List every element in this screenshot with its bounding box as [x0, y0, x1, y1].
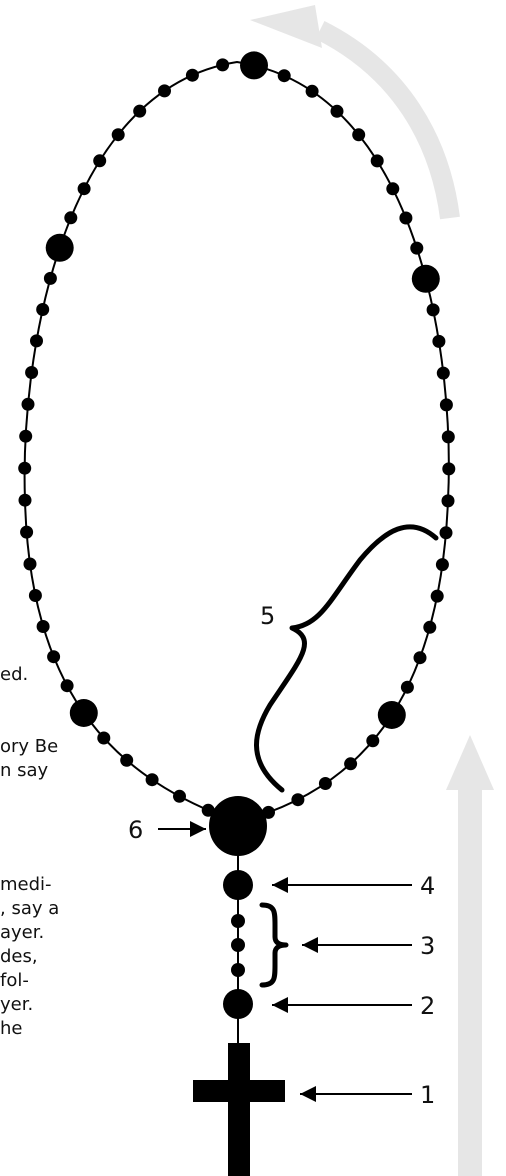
text-fragment: des,: [0, 946, 38, 967]
loop-bead: [439, 398, 453, 412]
rosary-loop-string: [23, 60, 450, 824]
loop-bead: [436, 366, 450, 380]
label-2: 2: [420, 992, 435, 1020]
loop-bead: [370, 154, 384, 168]
loop-bead: [426, 303, 440, 317]
loop-bead: [399, 211, 413, 225]
loop-bead: [43, 271, 57, 285]
loop-bead: [400, 680, 414, 694]
text-fragment: medi-: [0, 874, 52, 895]
loop-bead: [344, 757, 358, 771]
loop-bead-large: [240, 51, 268, 80]
loop-bead: [318, 777, 332, 790]
loop-bead-large: [45, 233, 74, 262]
loop-bead: [435, 558, 449, 572]
loop-bead: [21, 397, 35, 411]
loop-bead: [291, 793, 305, 807]
loop-bead: [145, 773, 159, 787]
loop-bead: [173, 789, 186, 803]
loop-bead: [201, 803, 215, 817]
loop-bead: [330, 104, 344, 118]
direction-arrow-up: [446, 735, 494, 1176]
loop-bead: [441, 494, 455, 508]
loop-bead: [20, 525, 34, 539]
loop-bead: [133, 104, 147, 118]
loop-bead: [36, 620, 50, 633]
loop-bead: [36, 303, 50, 316]
loop-bead: [120, 753, 134, 767]
label-1: 1: [420, 1081, 435, 1109]
loop-bead: [77, 182, 91, 196]
label-5: 5: [260, 602, 275, 630]
loop-bead: [60, 679, 74, 693]
loop-bead: [111, 128, 125, 142]
loop-bead: [366, 734, 380, 748]
bead-3b: [231, 938, 245, 952]
loop-bead: [386, 182, 400, 196]
loop-bead: [277, 69, 291, 83]
loop-bead: [423, 620, 437, 634]
loop-bead: [64, 211, 78, 225]
loop-bead: [18, 461, 32, 475]
loop-bead: [413, 651, 427, 665]
direction-arrow-curved: [250, 5, 460, 220]
loop-beads: [18, 51, 456, 819]
loop-bead-large: [69, 699, 98, 727]
text-fragment: he: [0, 1018, 23, 1039]
loop-bead: [25, 366, 39, 379]
loop-bead: [262, 805, 275, 819]
bead-2: [223, 989, 253, 1019]
loop-bead: [410, 241, 424, 255]
label-4: 4: [420, 872, 435, 900]
crucifix-icon: [193, 1043, 285, 1176]
loop-bead: [442, 462, 456, 476]
loop-bead: [439, 526, 453, 540]
loop-bead: [158, 84, 171, 98]
loop-bead: [216, 58, 230, 72]
text-fragment: , say a: [0, 898, 60, 919]
loop-bead: [97, 731, 111, 745]
brace-5: [254, 524, 439, 793]
text-fragment: ory Be: [0, 736, 59, 757]
centerpiece-bead: [209, 796, 267, 856]
loop-bead: [430, 589, 444, 603]
text-fragment: yer.: [0, 994, 34, 1015]
loop-bead: [352, 128, 366, 142]
loop-bead: [432, 334, 446, 348]
loop-bead: [28, 589, 42, 602]
loop-bead-large: [377, 701, 406, 729]
loop-bead: [19, 429, 33, 443]
loop-bead: [441, 430, 455, 444]
brace-3: [259, 902, 289, 988]
bead-3c: [231, 963, 245, 977]
text-fragment: n say: [0, 760, 49, 781]
label-6: 6: [128, 816, 143, 844]
bead-4: [223, 870, 253, 900]
loop-bead: [93, 154, 107, 168]
loop-bead: [47, 650, 61, 664]
loop-bead-large: [411, 264, 440, 293]
loop-bead: [23, 557, 37, 571]
text-fragment: ayer.: [0, 922, 45, 943]
loop-bead: [185, 68, 199, 82]
text-fragment: ed.: [0, 664, 29, 685]
loop-bead: [30, 334, 43, 348]
loop-bead: [18, 493, 32, 507]
label-3: 3: [420, 932, 435, 960]
loop-bead: [305, 84, 319, 98]
bead-3a: [231, 914, 245, 928]
text-fragment: fol-: [0, 970, 29, 991]
